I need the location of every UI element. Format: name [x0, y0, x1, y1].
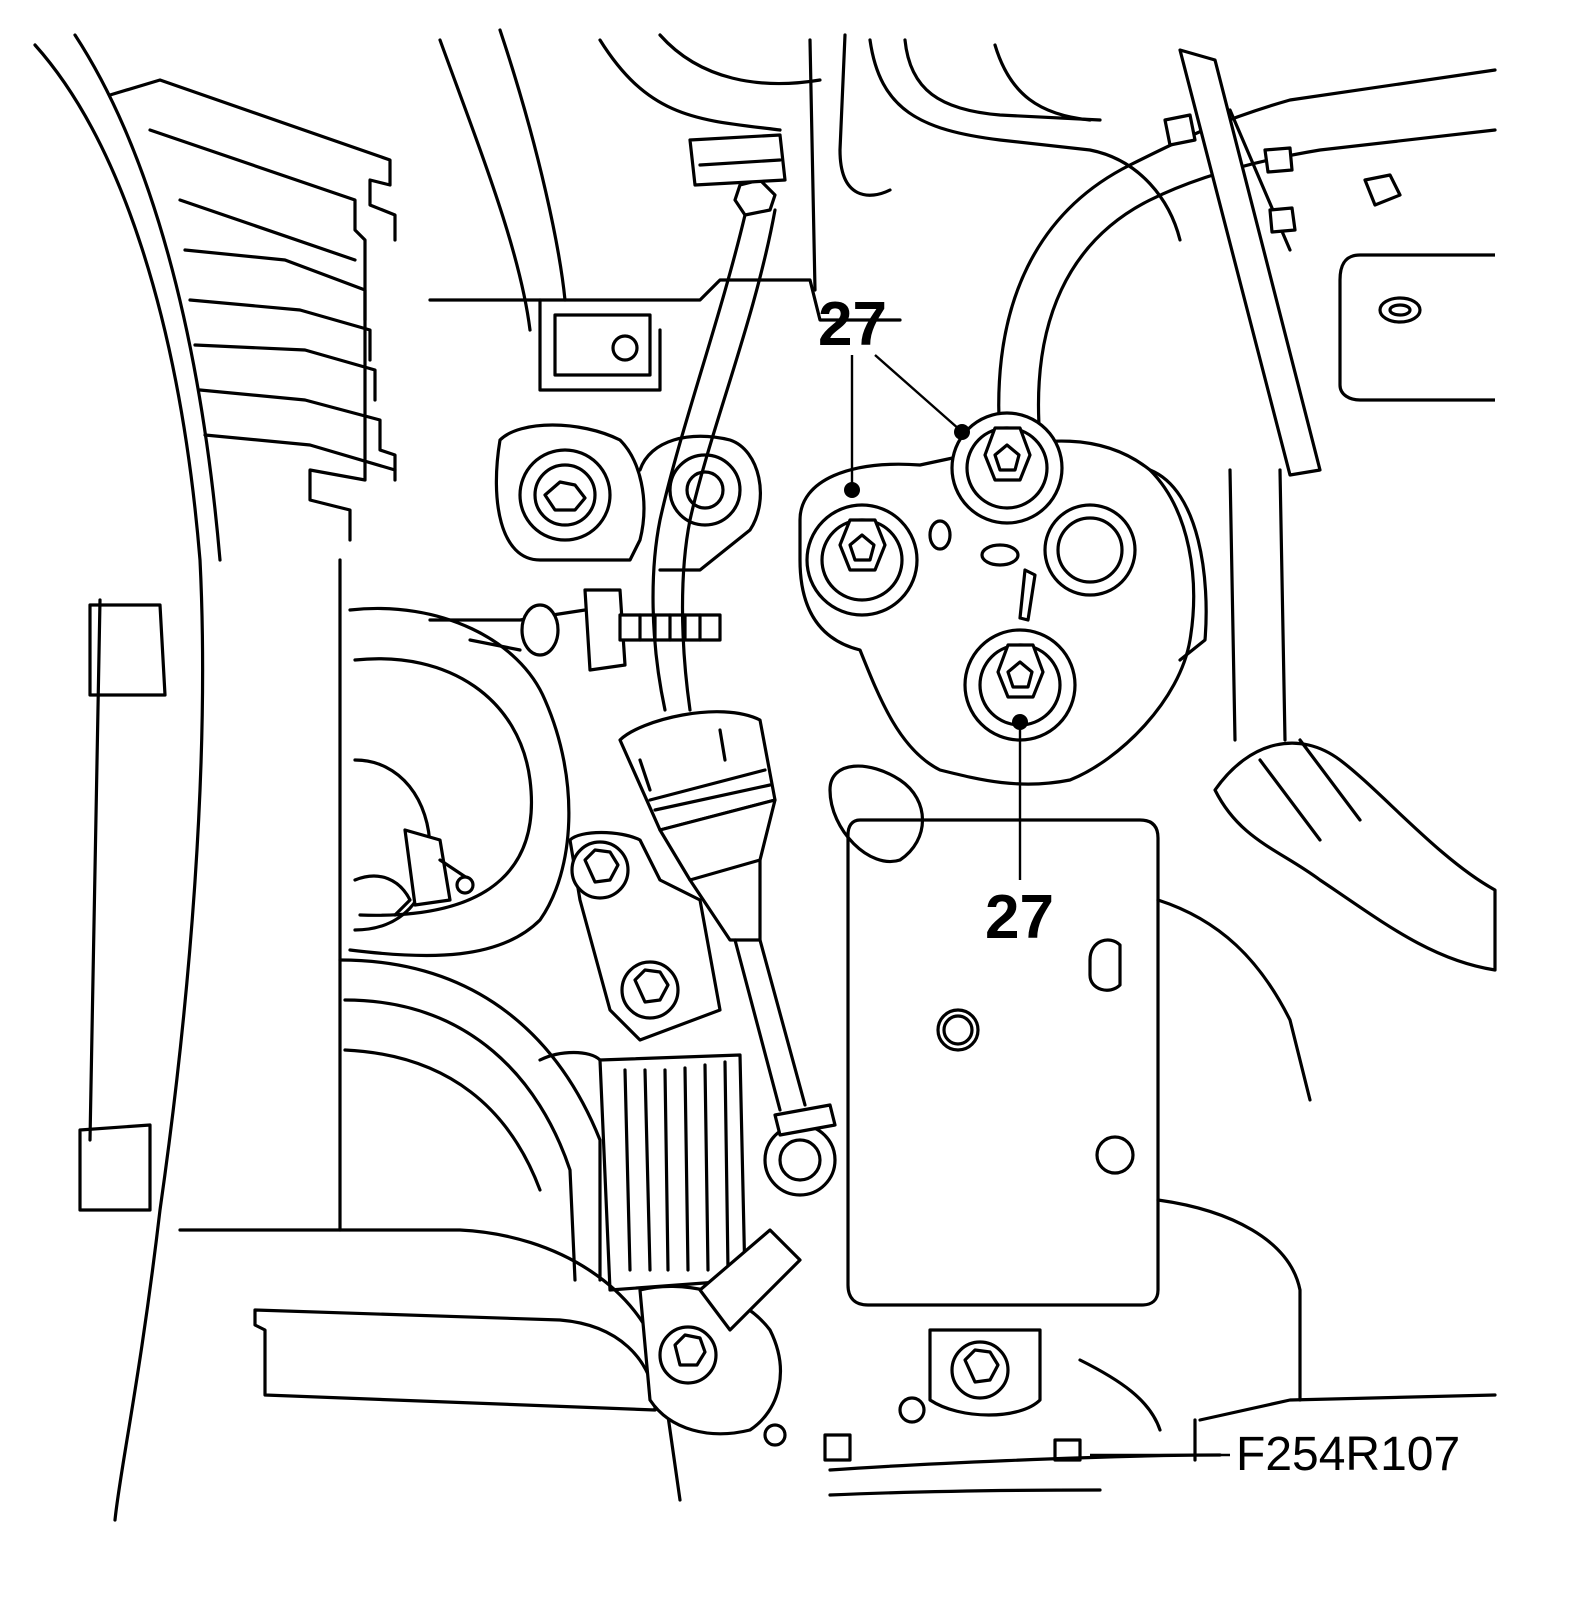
right-lower-hose — [1213, 468, 1497, 972]
lower-engine-details — [763, 1328, 1497, 1497]
figure-reference-code: F254R107 — [1236, 1428, 1460, 1481]
engine-block — [428, 278, 902, 672]
idler-pulley — [638, 1228, 802, 1436]
cover-plate — [828, 764, 1312, 1402]
right-bracket — [1338, 253, 1495, 402]
sensor-cable — [618, 133, 837, 1197]
callout-leaders — [844, 354, 1230, 1457]
callout-label-lower: 27 — [985, 883, 1054, 952]
bolt-lower — [963, 628, 1077, 742]
upper-hoses — [438, 28, 1497, 477]
lower-bracket — [353, 828, 722, 1042]
fender-panel — [33, 33, 397, 1522]
bolt-upper-left — [805, 503, 919, 617]
bolt-upper-right — [950, 411, 1064, 525]
air-box-housing — [178, 558, 682, 1502]
crank-pulley — [338, 606, 602, 1282]
callout-label-upper-left: 27 — [818, 290, 887, 359]
callout-labels: 27 27 — [818, 290, 1054, 952]
